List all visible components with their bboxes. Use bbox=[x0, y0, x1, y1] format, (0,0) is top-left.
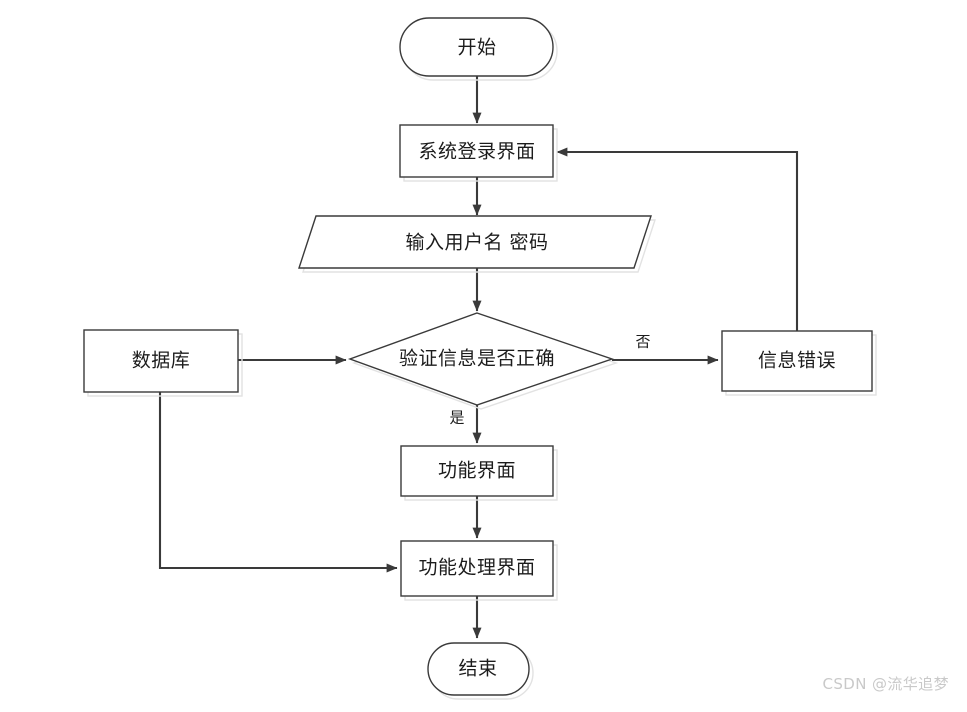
node-start-label: 开始 bbox=[457, 37, 496, 59]
node-error-label: 信息错误 bbox=[758, 350, 836, 372]
node-database[interactable]: 数据库 bbox=[83, 329, 243, 397]
node-error-shape bbox=[721, 330, 873, 392]
node-error[interactable]: 信息错误 bbox=[721, 330, 877, 396]
node-process-label: 功能处理界面 bbox=[418, 557, 535, 579]
node-database-shape bbox=[83, 329, 239, 393]
edge-database-to-process bbox=[158, 392, 398, 573]
node-database-label: 数据库 bbox=[132, 350, 191, 372]
node-input-shape bbox=[298, 215, 652, 269]
node-verify[interactable]: 验证信息是否正确 bbox=[347, 312, 619, 410]
node-func[interactable]: 功能界面 bbox=[400, 445, 558, 501]
node-func-shape bbox=[400, 445, 554, 497]
node-start[interactable]: 开始 bbox=[399, 17, 558, 81]
node-func-label: 功能界面 bbox=[438, 460, 516, 482]
node-verify-shape bbox=[347, 312, 615, 406]
node-start-shape bbox=[399, 17, 554, 77]
edge-label-no: 否 bbox=[635, 333, 650, 351]
node-login[interactable]: 系统登录界面 bbox=[399, 124, 558, 182]
edge-layer bbox=[158, 76, 799, 639]
node-end-label: 结束 bbox=[458, 658, 497, 680]
node-verify-label: 验证信息是否正确 bbox=[399, 348, 555, 370]
node-end-shape bbox=[427, 642, 530, 696]
node-input[interactable]: 输入用户名 密码 bbox=[298, 215, 656, 273]
node-input-label: 输入用户名 密码 bbox=[405, 232, 548, 254]
node-end[interactable]: 结束 bbox=[427, 642, 534, 700]
edge-label-yes: 是 bbox=[449, 409, 464, 427]
node-login-label: 系统登录界面 bbox=[418, 141, 535, 163]
edge-error-to-login bbox=[556, 147, 799, 331]
watermark: CSDN @流华追梦 bbox=[822, 675, 949, 693]
node-process-shape bbox=[400, 540, 554, 597]
node-login-shape bbox=[399, 124, 554, 178]
node-process[interactable]: 功能处理界面 bbox=[400, 540, 558, 601]
